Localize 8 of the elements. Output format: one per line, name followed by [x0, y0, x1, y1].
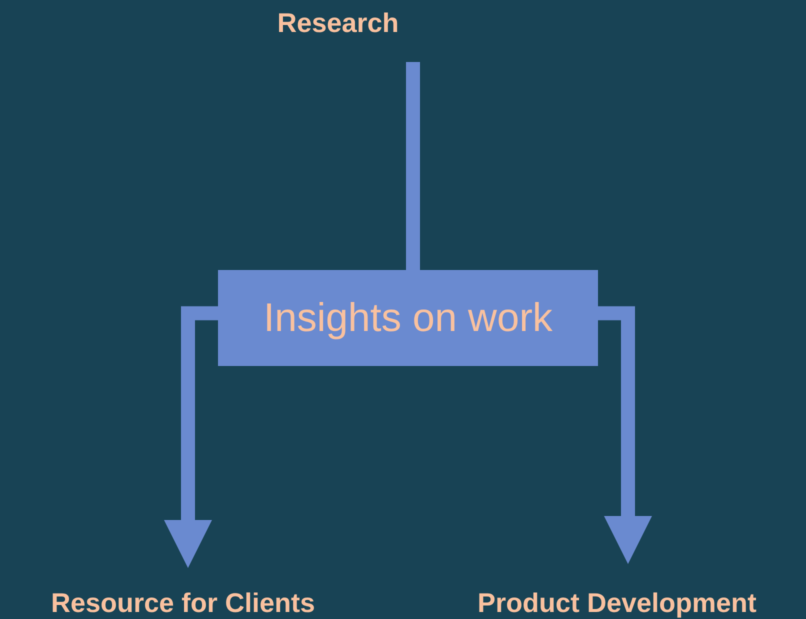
node-label: Research [277, 8, 399, 38]
node-label: Resource for Clients [50, 588, 316, 618]
arrow [164, 306, 218, 568]
node-label: Product Development [477, 588, 757, 618]
connector-line [406, 62, 420, 270]
arrow [598, 306, 652, 564]
process-box [218, 270, 598, 366]
box-label: Insights on work [263, 296, 553, 340]
